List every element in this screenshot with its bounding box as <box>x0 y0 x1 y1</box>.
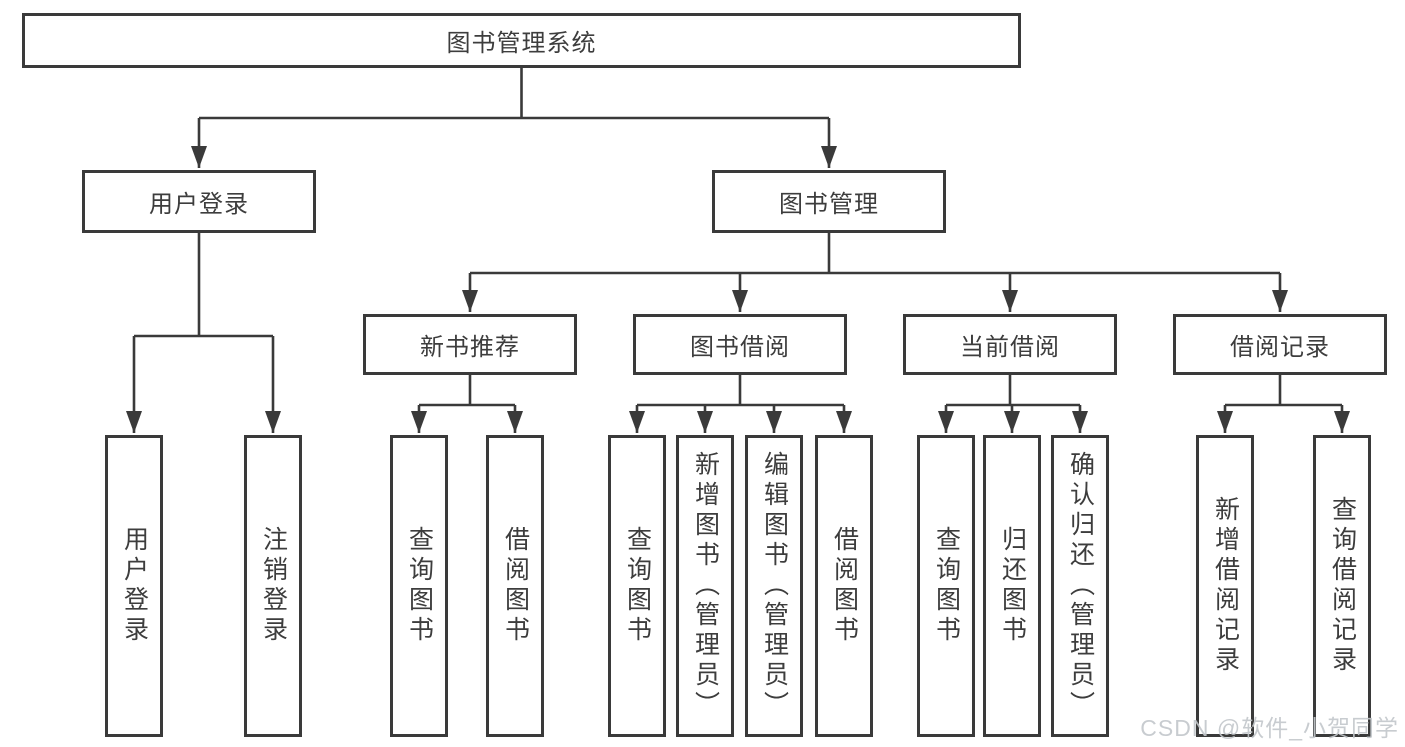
leaf-br-add-record: 新增借阅记录 <box>1196 435 1254 737</box>
leaf-bb-edit-books-admin: 编辑图书（管理员） <box>745 435 803 737</box>
leaf-br-query-record: 查询借阅记录 <box>1313 435 1371 737</box>
connector-path <box>470 233 1280 275</box>
leaf-bb-borrow-books: 借阅图书 <box>815 435 873 737</box>
connector-book-borrow-children <box>629 375 852 433</box>
node-label: 查询借阅记录 <box>1328 496 1357 676</box>
leaf-bb-add-books-admin: 新增图书（管理员） <box>676 435 734 737</box>
node-label: 查询图书 <box>932 526 961 646</box>
node-book-borrow: 图书借阅 <box>633 314 847 375</box>
leaf-nbr-query-books: 查询图书 <box>390 435 448 737</box>
node-book-management: 图书管理 <box>712 170 946 233</box>
leaf-cb-query-books: 查询图书 <box>917 435 975 737</box>
leaf-cb-confirm-return-admin: 确认归还（管理员） <box>1051 435 1109 737</box>
connector-path <box>1225 375 1342 407</box>
node-label: 借阅图书 <box>501 526 530 646</box>
node-label: 用户登录 <box>120 526 149 646</box>
node-label: 新书推荐 <box>420 334 520 361</box>
connector-new-book-recommend-children <box>411 375 523 433</box>
connector-current-borrow-children <box>938 375 1088 433</box>
leaf-nbr-borrow-books: 借阅图书 <box>486 435 544 737</box>
node-label: 确认归还（管理员） <box>1066 451 1095 721</box>
leaf-user-login: 用户登录 <box>105 435 163 737</box>
node-label: 查询图书 <box>623 526 652 646</box>
leaf-bb-query-books: 查询图书 <box>608 435 666 737</box>
watermark: CSDN @软件_小贺同学 <box>1140 715 1399 741</box>
node-label: 归还图书 <box>998 526 1027 646</box>
connector-path <box>134 233 273 338</box>
node-label: 新增借阅记录 <box>1211 496 1240 676</box>
node-label: 编辑图书（管理员） <box>760 451 789 721</box>
connector-path <box>946 375 1080 407</box>
node-label: 新增图书（管理员） <box>691 451 720 721</box>
node-current-borrow: 当前借阅 <box>903 314 1117 375</box>
connector-path <box>637 375 844 407</box>
node-label: 用户登录 <box>149 191 249 218</box>
node-user-login: 用户登录 <box>82 170 316 233</box>
connector-book-management-children <box>462 233 1288 312</box>
node-label: 图书借阅 <box>690 334 790 361</box>
connector-borrow-records-children <box>1217 375 1350 433</box>
connector-path <box>419 375 515 407</box>
node-label: 图书管理系统 <box>446 30 597 57</box>
node-new-book-recommend: 新书推荐 <box>363 314 577 375</box>
node-label: 注销登录 <box>259 526 288 646</box>
node-label: 借阅记录 <box>1230 334 1330 361</box>
node-label: 图书管理 <box>779 191 879 218</box>
leaf-logout: 注销登录 <box>244 435 302 737</box>
connector-path <box>199 68 829 120</box>
node-borrow-records: 借阅记录 <box>1173 314 1387 375</box>
node-label: 借阅图书 <box>830 526 859 646</box>
node-root: 图书管理系统 <box>22 13 1021 68</box>
node-label: 查询图书 <box>405 526 434 646</box>
leaf-cb-return-books: 归还图书 <box>983 435 1041 737</box>
node-label: 当前借阅 <box>960 334 1060 361</box>
connector-user-login-children <box>126 233 281 433</box>
connector-root-to-level1 <box>191 68 837 168</box>
